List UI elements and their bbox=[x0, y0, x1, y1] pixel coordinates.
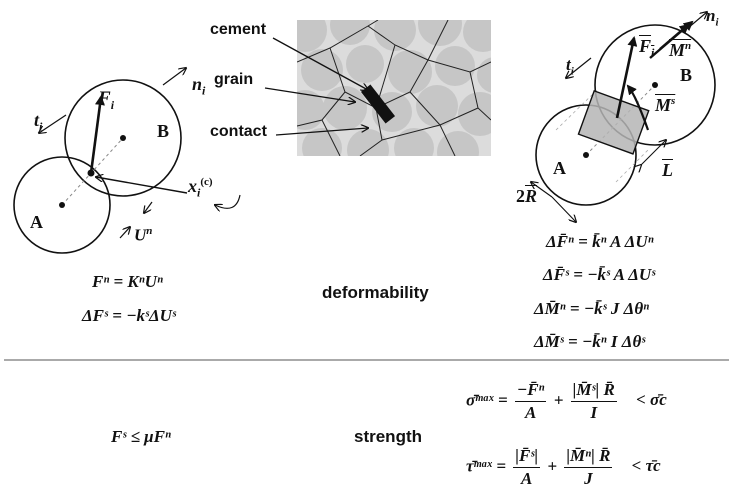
label-ni-left: ni bbox=[192, 74, 206, 98]
eq-right-2: ΔF̄ˢ = −k̄ˢ A ΔUˢ bbox=[543, 265, 656, 284]
eq-left-2: ΔFˢ = −kˢΔUˢ bbox=[82, 306, 176, 325]
label-grain: grain bbox=[214, 71, 254, 88]
label-deformability: deformability bbox=[322, 283, 429, 302]
left-contact-model bbox=[13, 68, 241, 254]
label-Un: Un bbox=[134, 225, 153, 245]
label-Lbar: L bbox=[662, 160, 673, 180]
grain-B-left bbox=[64, 79, 182, 197]
label-ti-left: ti bbox=[34, 110, 43, 134]
label-contact: contact bbox=[210, 123, 267, 140]
label-ti-right: ti bbox=[566, 55, 574, 78]
eq-right-4: ΔM̄ˢ = −k̄ⁿ I Δθˢ bbox=[534, 332, 646, 351]
force-Fi-arrow bbox=[89, 95, 105, 174]
label-Mn: Mn bbox=[669, 40, 692, 60]
label-strength: strength bbox=[354, 427, 422, 446]
grain-A-left bbox=[13, 156, 111, 254]
label-A-left: A bbox=[30, 212, 43, 232]
eq-strength-left: Fˢ ≤ μFⁿ bbox=[111, 427, 171, 446]
microstructure-pointers bbox=[264, 37, 368, 136]
cement-bond bbox=[360, 84, 396, 124]
label-Fbar: Fi bbox=[639, 36, 655, 60]
force-Fbar-arrow bbox=[615, 36, 638, 119]
label-B-left: B bbox=[157, 121, 170, 141]
x-curve-arrow bbox=[215, 194, 241, 208]
label-x-contact: xi(c) bbox=[188, 176, 213, 200]
right-bond-model bbox=[531, 12, 716, 222]
microstructure-panel bbox=[297, 20, 491, 156]
eq-tau-max: τ̄ᵐᵃˣ = |F̄ˢ|A + |M̄ⁿ| R̄J < τ̄c bbox=[466, 446, 661, 488]
parallel-bond bbox=[577, 89, 650, 155]
label-Ms: Ms bbox=[655, 95, 676, 115]
label-Fi: Fi bbox=[98, 88, 115, 112]
moment-Ms-arrow bbox=[626, 84, 650, 131]
label-2R: 2R bbox=[516, 186, 538, 206]
label-A-right: A bbox=[553, 158, 566, 178]
normal-ni-arrow-left bbox=[162, 68, 186, 86]
label-B-right: B bbox=[680, 65, 693, 85]
eq-right-1: ΔF̄ⁿ = k̄ⁿ A ΔUⁿ bbox=[546, 232, 654, 251]
tangent-ti-arrow-left bbox=[39, 114, 67, 133]
label-cement: cement bbox=[210, 21, 267, 38]
x-pointer-line bbox=[96, 177, 188, 194]
eq-left-1: Fⁿ = KⁿUⁿ bbox=[92, 272, 163, 291]
label-ni-right: ni bbox=[706, 6, 719, 29]
eq-right-3: ΔM̄ⁿ = −k̄ˢ J Δθⁿ bbox=[534, 299, 650, 318]
